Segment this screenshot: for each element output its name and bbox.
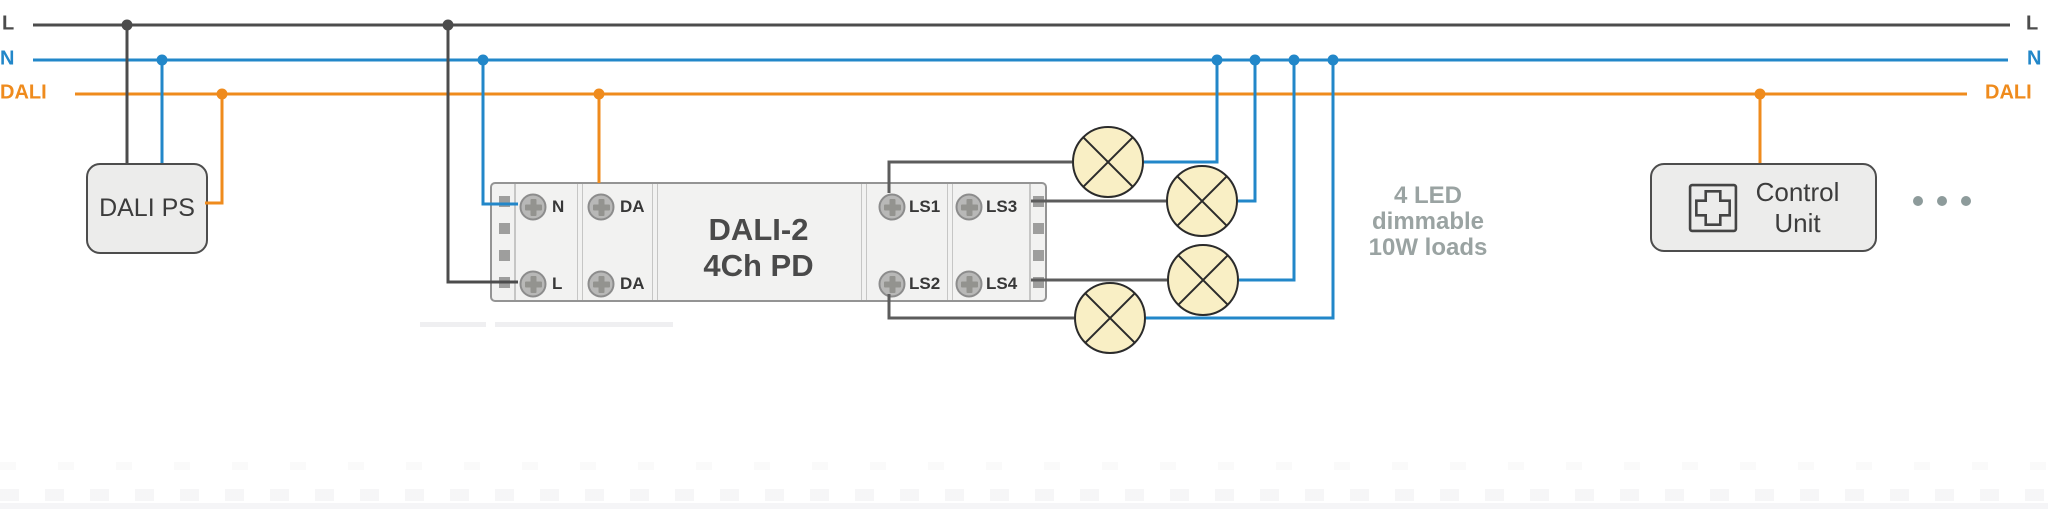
n-label-right: N <box>2027 47 2042 70</box>
loads-note: 4 LED dimmable 10W loads <box>1328 183 1528 261</box>
l-label-right: L <box>2026 12 2039 35</box>
control-unit-box: Control Unit <box>1650 163 1877 252</box>
device-title-line2: 4Ch PD <box>703 248 814 283</box>
n-return-lamp3 <box>1239 60 1296 282</box>
page-fold-artifact <box>0 489 2048 501</box>
page-fold-artifact <box>0 462 2048 470</box>
loads-note-line2: dimmable <box>1371 208 1485 235</box>
page-fold-artifact <box>0 503 2048 509</box>
lamp-icon-2 <box>1166 165 1238 237</box>
right-rail-separator <box>1029 184 1031 300</box>
n-return-lamp2 <box>1238 60 1257 203</box>
l-junction-dots <box>121 19 454 31</box>
rail-notch <box>1033 250 1044 261</box>
dali-ps-box: DALI PS <box>86 163 208 254</box>
ellipsis-dot <box>1937 196 1947 206</box>
ellipsis-dot <box>1913 196 1923 206</box>
terminal-label-ls4: LS4 <box>986 274 1018 293</box>
terminal-label-da1: DA <box>620 197 645 216</box>
terminal-label-da2: DA <box>620 274 645 293</box>
control-unit-label: Control Unit <box>1756 177 1840 239</box>
loads-note-line3: 10W loads <box>1368 234 1488 261</box>
dali-label-left: DALI <box>0 81 47 104</box>
terminal-screw-ls3 <box>955 193 983 221</box>
terminal-label-l: L <box>552 274 563 293</box>
lamp-icon-1 <box>1072 126 1144 198</box>
more-devices-ellipsis <box>1913 196 1971 206</box>
dali-junction-dots <box>216 88 1766 100</box>
device-title-line1: DALI-2 <box>708 212 809 247</box>
terminal-screw-ls1 <box>878 193 906 221</box>
terminal-screw-n <box>519 193 547 221</box>
terminal-screw-l <box>519 270 547 298</box>
terminal-screw-ls2 <box>878 270 906 298</box>
control-unit-line2: Unit <box>1774 207 1821 238</box>
rail-notch <box>499 196 510 207</box>
rail-notch <box>1033 196 1044 207</box>
n-junction-dots <box>156 54 1339 66</box>
left-rail-separator <box>514 184 516 300</box>
n-return-lamp4 <box>1146 60 1335 320</box>
terminal-separator-4 <box>947 184 953 300</box>
lamp-icon-3 <box>1167 244 1239 316</box>
rail-notch <box>1033 223 1044 234</box>
rail-notch <box>1033 277 1044 288</box>
page-fold-artifact <box>420 322 486 327</box>
dali2-4ch-pd-device: N DA LS1 LS3 L DA LS2 LS4 DALI-2 4Ch PD <box>490 182 1047 302</box>
terminal-label-ls2: LS2 <box>909 274 941 293</box>
lamp-icon-4 <box>1074 282 1146 354</box>
l-label-left: L <box>2 12 15 35</box>
terminal-label-ls3: LS3 <box>986 197 1018 216</box>
terminal-separator-3 <box>861 184 867 300</box>
terminal-separator-1 <box>577 184 583 300</box>
module-cross-icon <box>1688 183 1737 232</box>
loads-note-line1: 4 LED <box>1393 182 1462 209</box>
device-title: DALI-2 4Ch PD <box>654 212 863 284</box>
terminal-label-n: N <box>552 197 565 216</box>
dali-label-right: DALI <box>1985 81 2032 104</box>
rail-notch <box>499 277 510 288</box>
rail-notch <box>499 250 510 261</box>
terminal-label-ls1: LS1 <box>909 197 941 216</box>
terminal-separator-2 <box>652 184 658 300</box>
rail-notch <box>499 223 510 234</box>
n-label-left: N <box>0 47 15 70</box>
dali-ps-label: DALI PS <box>99 194 195 222</box>
terminal-screw-da2 <box>587 270 615 298</box>
page-fold-artifact <box>495 322 673 327</box>
terminal-screw-da1 <box>587 193 615 221</box>
terminal-screw-ls4 <box>955 270 983 298</box>
control-unit-line1: Control <box>1755 176 1840 207</box>
ellipsis-dot <box>1961 196 1971 206</box>
n-return-lamp1 <box>1144 60 1219 164</box>
